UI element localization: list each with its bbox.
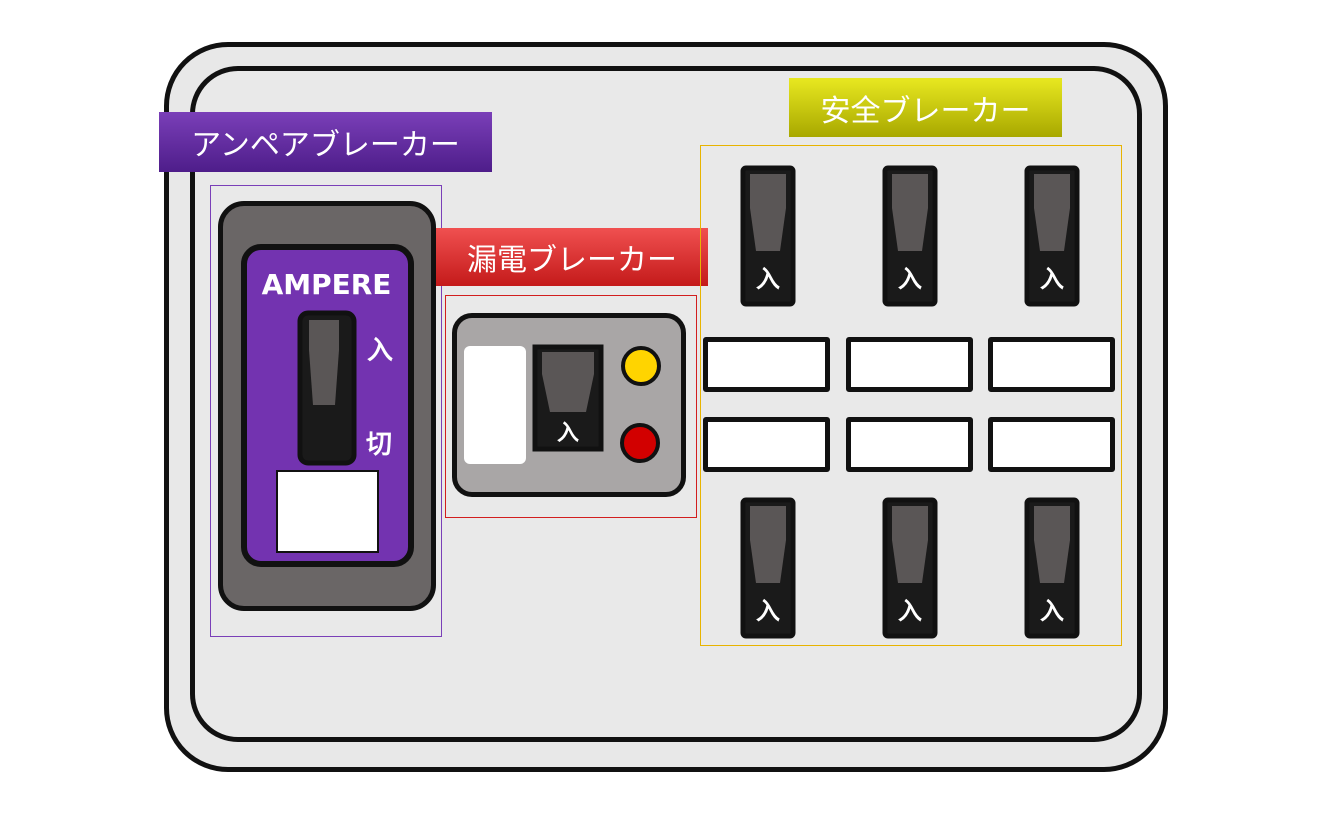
earth-leakage-nameplate bbox=[464, 346, 526, 464]
safety-breaker-toggle-5[interactable]: 入 bbox=[882, 497, 938, 639]
safety-breakers-frame bbox=[700, 145, 1122, 646]
earth-leakage-breaker-label: 漏電ブレーカー bbox=[436, 228, 708, 286]
safety-breaker-on-label: 入 bbox=[756, 265, 780, 293]
circuit-label-slot bbox=[846, 337, 973, 392]
red-indicator-lamp bbox=[620, 423, 660, 463]
safety-breakers-label: 安全ブレーカー bbox=[789, 78, 1062, 137]
circuit-label-slot bbox=[988, 417, 1115, 472]
safety-breaker-toggle-4[interactable]: 入 bbox=[740, 497, 796, 639]
safety-breaker-on-label: 入 bbox=[1040, 265, 1064, 293]
ampere-breaker-frame bbox=[210, 185, 442, 637]
safety-breaker-toggle-1[interactable]: 入 bbox=[740, 165, 796, 307]
earth-leakage-breaker-frame bbox=[445, 295, 697, 518]
safety-breaker-on-label: 入 bbox=[898, 597, 922, 625]
circuit-label-slot bbox=[846, 417, 973, 472]
safety-breaker-on-label: 入 bbox=[756, 597, 780, 625]
earth-leakage-toggle[interactable]: 入 bbox=[532, 344, 606, 454]
yellow-indicator-lamp bbox=[621, 346, 661, 386]
safety-breaker-toggle-3[interactable]: 入 bbox=[1024, 165, 1080, 307]
ampere-breaker-label: アンペアブレーカー bbox=[159, 112, 492, 172]
circuit-label-slot bbox=[703, 337, 830, 392]
ampere-main-toggle[interactable] bbox=[297, 310, 359, 468]
circuit-label-slot bbox=[703, 417, 830, 472]
safety-breaker-on-label: 入 bbox=[1040, 597, 1064, 625]
earth-leakage-on-label: 入 bbox=[557, 421, 579, 446]
safety-breaker-toggle-2[interactable]: 入 bbox=[882, 165, 938, 307]
ampere-brand-text: AMPERE bbox=[261, 268, 392, 301]
safety-breaker-on-label: 入 bbox=[898, 265, 922, 293]
ampere-rating-plate bbox=[276, 470, 379, 553]
safety-breaker-toggle-6[interactable]: 入 bbox=[1024, 497, 1080, 639]
ampere-on-label: 入 bbox=[367, 336, 394, 366]
ampere-off-label: 切 bbox=[366, 430, 393, 460]
circuit-label-slot bbox=[988, 337, 1115, 392]
